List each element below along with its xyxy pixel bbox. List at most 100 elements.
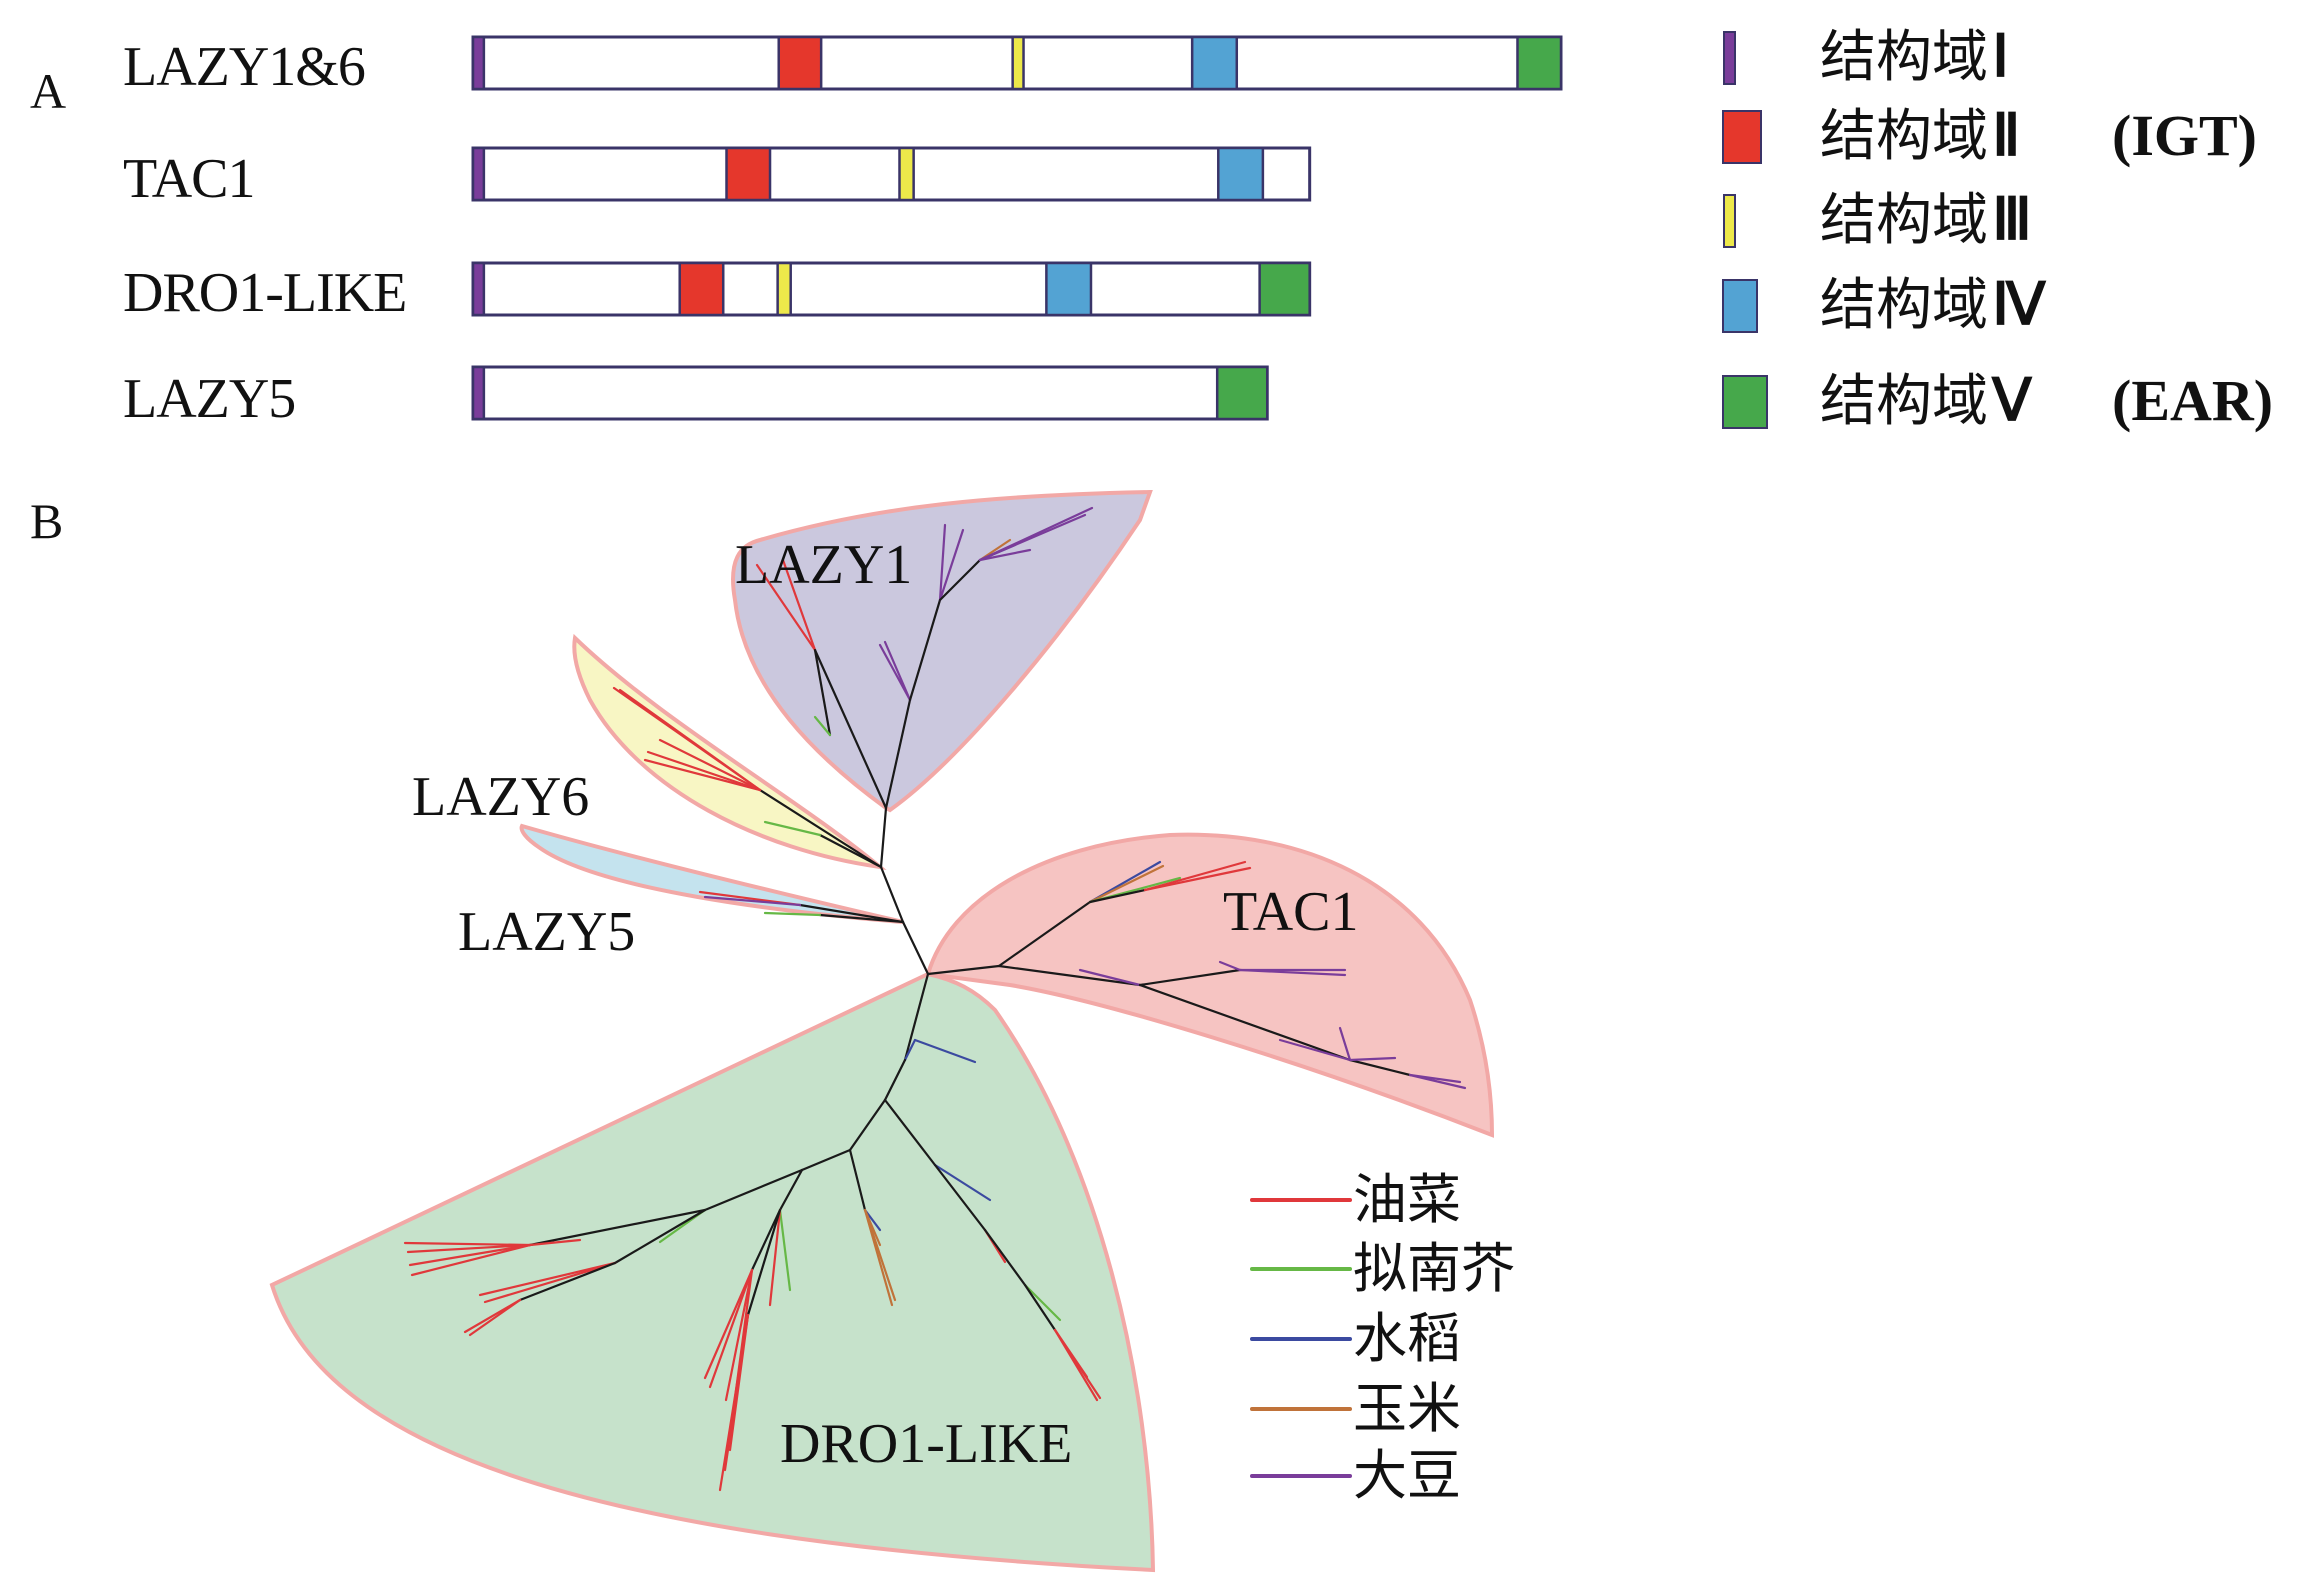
internal-branch <box>848 1098 887 1152</box>
leaf-branch-soybean <box>1348 1056 1397 1062</box>
clade-label-dro1-like: DRO1-LIKE <box>780 1413 1072 1475</box>
leaf-branch-arabidopsis <box>778 1208 792 1292</box>
leaf-branch-soybean <box>978 506 1094 562</box>
tree-branches <box>403 506 1467 1492</box>
leaf-branch-rice <box>933 1163 992 1202</box>
internal-branch <box>883 1058 907 1102</box>
leaf-branch-rapeseed <box>643 758 762 792</box>
internal-branch <box>848 1148 867 1212</box>
leaf-branch-arabidopsis <box>763 820 822 837</box>
legend-swatch <box>1722 110 1762 164</box>
internal-branch <box>883 1098 937 1167</box>
legend-label: 结构域 <box>1820 273 1988 338</box>
internal-branch <box>746 1208 782 1317</box>
protein-row: LAZY1&6 <box>123 35 1563 98</box>
legend-swatch <box>1722 375 1768 429</box>
internal-branch <box>926 964 1001 976</box>
legend-label: 结构域 <box>1820 104 1988 169</box>
leaf-branch-rapeseed <box>406 1243 532 1254</box>
internal-branch <box>997 964 1142 987</box>
domain-iv-box <box>1190 35 1239 91</box>
protein-name-label: LAZY5 <box>123 368 295 430</box>
leaf-branch-rapeseed <box>403 1241 532 1247</box>
leaf-branch-rapeseed <box>1053 1328 1102 1400</box>
internal-branch <box>1023 1283 1057 1332</box>
internal-branch <box>528 1208 707 1247</box>
internal-branch <box>1088 888 1147 904</box>
protein-backbone-bar <box>471 146 1312 202</box>
domain-iii-box <box>1011 35 1025 91</box>
legend-numeral: Ⅱ <box>1992 103 2021 168</box>
domain-i-box <box>471 35 486 91</box>
species-label: 拟南芥 <box>1353 1237 1515 1300</box>
internal-branch <box>903 972 930 1062</box>
domain-ii-box <box>678 261 725 317</box>
clade-region-lazy6 <box>572 633 887 870</box>
leaf-branch-rapeseed <box>1143 860 1247 892</box>
legend-label: 结构域 <box>1820 25 1988 90</box>
leaf-branch-rapeseed <box>1143 866 1252 892</box>
internal-branch <box>518 1261 617 1302</box>
leaf-branch-rapeseed <box>658 738 762 792</box>
clade-label-lazy5: LAZY5 <box>458 901 635 963</box>
leaf-branch-rapeseed <box>410 1243 532 1277</box>
internal-branch <box>818 913 905 924</box>
species-legend-item-rice: 水稻 <box>1250 1307 1461 1370</box>
domain-iii-box <box>776 261 792 317</box>
leaf-branch-rapeseed <box>708 1268 754 1389</box>
internal-branch <box>901 920 930 976</box>
leaf-branch-rapeseed <box>703 1268 754 1380</box>
domain-iv-box <box>1045 261 1093 317</box>
domain-v-box <box>1516 35 1563 91</box>
legend-numeral: Ⅴ <box>1991 368 2033 433</box>
clade-label-tac1: TAC1 <box>1223 881 1359 943</box>
legend-swatch <box>1722 279 1758 333</box>
leaf-branch-arabidopsis <box>813 715 832 737</box>
internal-branch <box>798 903 905 924</box>
protein-row: TAC1 <box>123 146 1312 210</box>
leaf-branch-rapeseed <box>468 1298 522 1337</box>
species-label: 大豆 <box>1353 1444 1461 1507</box>
internal-branch <box>758 788 883 869</box>
species-legend-item-rapeseed: 油菜 <box>1250 1168 1461 1231</box>
leaf-branch-soybean <box>883 640 912 702</box>
species-legend-item-arabidopsis: 拟南芥 <box>1250 1237 1515 1300</box>
leaf-branch-rapeseed <box>781 558 817 652</box>
internal-branch <box>813 648 832 737</box>
domain-v-box <box>1258 261 1311 317</box>
internal-branch <box>800 1148 852 1172</box>
protein-row: DRO1-LIKE <box>123 261 1312 324</box>
species-legend-item-maize: 玉米 <box>1250 1377 1461 1440</box>
domain-i-box <box>471 146 486 202</box>
domain-v-box <box>1215 365 1269 421</box>
leaf-branch-rapeseed <box>483 1261 617 1304</box>
leaf-branch-rice <box>913 1038 977 1064</box>
legend-label: 结构域 <box>1820 188 1988 253</box>
legend-swatch <box>1723 31 1736 85</box>
domain-i-box <box>471 261 486 317</box>
protein-name-label: TAC1 <box>123 148 255 210</box>
internal-branch <box>1138 983 1352 1062</box>
internal-branch <box>983 1228 1027 1287</box>
internal-branch <box>778 1168 804 1212</box>
leaf-branch-rapeseed <box>528 1238 582 1247</box>
leaf-branch-soybean <box>1278 1038 1352 1062</box>
leaf-branch-arabidopsis <box>763 911 822 917</box>
internal-branch <box>997 900 1092 968</box>
leaf-branch-arabidopsis <box>1023 1283 1062 1322</box>
clade-label-lazy6: LAZY6 <box>412 766 589 828</box>
legend-numeral: Ⅲ <box>1992 187 2032 252</box>
domain-ii-box <box>777 35 823 91</box>
leaf-branch-soybean <box>1338 1026 1352 1062</box>
domain-iii-box <box>898 146 915 202</box>
clade-region-lazy1 <box>731 489 1153 813</box>
leaf-branch-soybean <box>1078 968 1142 987</box>
